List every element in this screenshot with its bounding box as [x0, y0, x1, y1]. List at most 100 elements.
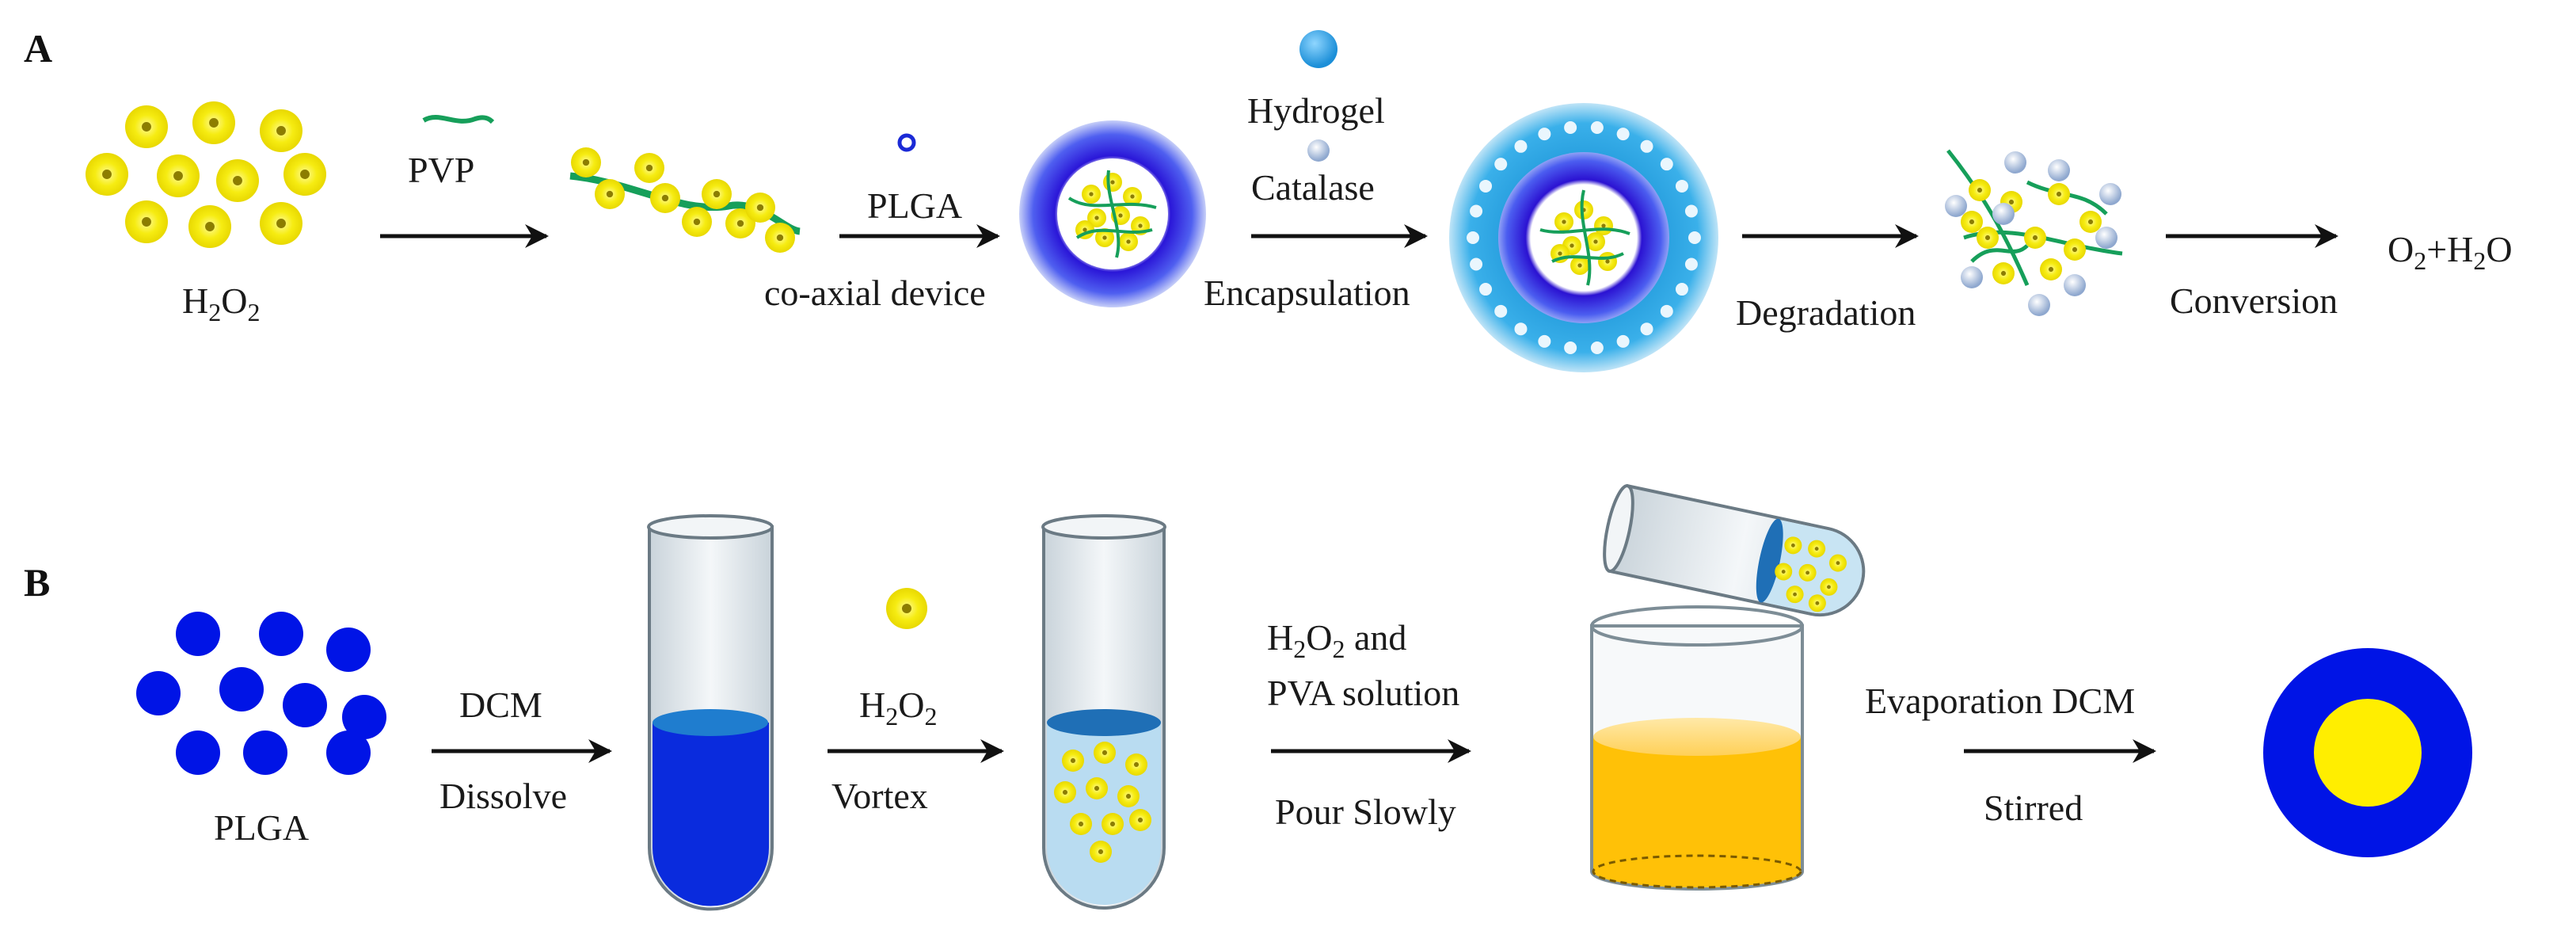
- hydrogel-capsule: [1449, 103, 1718, 372]
- hydrogel-icon: [1299, 30, 1337, 68]
- h2o2-particle-core: [1793, 592, 1797, 597]
- h2o2-particle-core: [1062, 789, 1068, 795]
- tilted-tube-pouring: [1603, 483, 1866, 617]
- h2o2-particle-core: [1814, 547, 1819, 551]
- hydrogel-label: Hydrogel: [1247, 90, 1385, 131]
- encapsulation-label: Encapsulation: [1204, 273, 1410, 313]
- h2o2-particle-core: [1977, 187, 1983, 193]
- h2o2-particle-core: [1984, 235, 1991, 241]
- h2o2-particle-core: [2056, 191, 2062, 197]
- h2o2-particle-core: [776, 234, 784, 242]
- catalase-dot: [1479, 283, 1493, 296]
- catalase-fragment: [2028, 294, 2050, 316]
- plga-core-shell-particle: [1019, 120, 1206, 307]
- h2o2-particle-core: [1126, 239, 1131, 244]
- catalase-dot: [1479, 179, 1493, 193]
- catalase-dot: [1684, 204, 1698, 218]
- plga-particle: [283, 683, 327, 727]
- plga-particle: [243, 731, 287, 775]
- h2o2-particle-core: [1790, 543, 1795, 547]
- pvp-strand: [1067, 196, 1157, 209]
- catalase-dot: [1640, 322, 1653, 336]
- catalase-dot: [1564, 121, 1577, 135]
- catalase-dot: [1675, 283, 1688, 296]
- beaker: [1590, 605, 1804, 891]
- coaxial-label: co-axial device: [764, 273, 986, 313]
- catalase-fragment: [2004, 151, 2026, 174]
- h2o2-particle-core: [1570, 243, 1574, 248]
- dcm-label: DCM: [459, 685, 542, 725]
- catalase-dot: [1494, 158, 1508, 171]
- catalase-dot: [1590, 341, 1604, 354]
- h2o2-particle-core: [300, 170, 310, 179]
- h2o2-particle-core: [693, 218, 701, 226]
- catalase-dot: [1675, 179, 1688, 193]
- h2o2-particle-core: [1827, 585, 1831, 589]
- h2o2-particle-core: [1781, 570, 1786, 574]
- h2o2-particle-core: [1118, 213, 1123, 218]
- h2o2-particle-core: [661, 194, 669, 202]
- plga-particle: [342, 695, 386, 739]
- h2o2-particles-a: [86, 101, 326, 248]
- h2o2-particle-core: [2008, 199, 2015, 205]
- pvp-label: PVP: [408, 150, 474, 190]
- h2o2-particle-core: [1078, 821, 1084, 827]
- catalase-dot: [1688, 231, 1701, 244]
- h2o2-particle-core: [1805, 570, 1810, 575]
- h2o2-particle-core: [1969, 219, 1975, 225]
- h2o2-particle-core: [142, 217, 151, 227]
- h2o2-particle-core: [1137, 817, 1143, 823]
- catalase-dot: [1494, 304, 1508, 318]
- h2o2-particle-core: [1125, 793, 1132, 799]
- catalase-fragment: [1945, 195, 1967, 217]
- h2o2-particle-core: [2087, 219, 2094, 225]
- catalase-fragment: [1992, 203, 2015, 225]
- h2o2-particle-core: [1558, 251, 1562, 256]
- pvp-fragment: [1970, 244, 2029, 263]
- h2o2-particle-core: [1098, 849, 1104, 855]
- pvp-h2o2-chain: [569, 147, 801, 253]
- h2o2-particle-core: [1601, 223, 1606, 228]
- plga-particle: [176, 731, 220, 775]
- h2o2-particle-core: [1562, 219, 1566, 224]
- catalase-dot: [1660, 158, 1673, 171]
- pour-label: Pour Slowly: [1275, 792, 1456, 832]
- plga-label-a: PLGA: [867, 185, 962, 226]
- h2o2-particle-core: [276, 219, 286, 228]
- h2o2-particle-core: [606, 190, 614, 198]
- h2o2-particle-core: [1102, 750, 1108, 756]
- h2o2-and-label: H2O2 and: [1267, 617, 1406, 663]
- plga-particle: [219, 667, 264, 711]
- catalase-dot: [1538, 128, 1551, 141]
- h2o2-particle-core: [1577, 263, 1582, 268]
- h2o2-particle-core: [736, 219, 744, 227]
- catalase-dot: [1660, 304, 1673, 318]
- catalase-dot: [1684, 258, 1698, 271]
- catalase-fragment: [2048, 159, 2070, 181]
- h2o2-particle-core: [233, 176, 242, 185]
- h2o2-particle-core: [2072, 246, 2078, 253]
- catalase-dot: [1467, 231, 1479, 244]
- h2o2-particle-core: [1130, 194, 1135, 199]
- catalase-fragment: [1961, 266, 1983, 288]
- pvp-strand-icon: [422, 115, 495, 124]
- h2o2-particle-core: [102, 170, 112, 179]
- h2o2-particle-core: [2032, 235, 2038, 241]
- h2o2-particle-core: [1138, 223, 1143, 228]
- h2o2-particle-core: [645, 164, 653, 172]
- h2o2-particle-core: [713, 190, 721, 198]
- h2o2-particle-core: [1836, 561, 1840, 566]
- catalase-dot: [1470, 204, 1483, 218]
- h2o2-particle-core: [1133, 761, 1140, 768]
- h2o2-particle-core: [1094, 785, 1100, 792]
- catalase-fragment: [2095, 227, 2117, 249]
- h2o2-particle-core: [1089, 192, 1094, 196]
- catalase-dot: [1616, 334, 1630, 348]
- dissolve-label: Dissolve: [439, 776, 567, 816]
- h2o2-particle-core: [582, 158, 590, 166]
- catalase-icon: [1307, 139, 1330, 162]
- product-label: O2+H2O: [2388, 229, 2513, 275]
- h2o2-particle-core: [1102, 235, 1107, 240]
- pvp-fragment: [1946, 149, 2030, 286]
